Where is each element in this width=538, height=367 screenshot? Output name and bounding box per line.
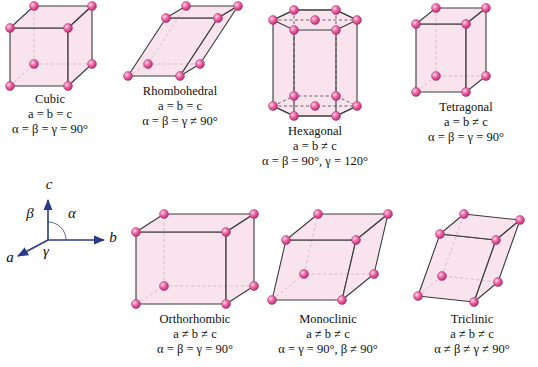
lattice-parameters: a = b = c <box>158 99 202 114</box>
angle-parameters: α = β = γ = 90° <box>428 130 504 145</box>
lattice-parameters: a = b ≠ c <box>444 115 488 130</box>
lattice-parameters: a ≠ b ≠ c <box>306 327 350 342</box>
system-name: Rhombohedral <box>143 84 217 99</box>
orthorhombic-cell <box>132 210 259 309</box>
axes <box>18 200 104 256</box>
hexagonal-cell <box>269 6 362 121</box>
lattice-parameters: a = b ≠ c <box>293 139 337 154</box>
axis-label: a <box>6 250 14 265</box>
tetragonal-cell <box>412 4 491 97</box>
angle-parameters: α = β = γ = 90° <box>12 122 88 137</box>
cubic-cell <box>6 2 97 91</box>
system-name: Triclinic <box>451 312 494 327</box>
triclinic-cell <box>414 210 525 307</box>
system-name: Tetragonal <box>439 100 492 115</box>
system-name: Hexagonal <box>288 124 342 139</box>
axis-label: c <box>46 177 53 192</box>
angle-parameters: α = β = 90°, γ = 120° <box>262 154 368 169</box>
angle-label: β <box>26 206 33 221</box>
lattice-parameters: a ≠ b ≠ c <box>173 327 217 342</box>
system-name: Orthorhombic <box>160 312 231 327</box>
angle-label: γ <box>43 244 49 259</box>
monoclinic-cell <box>268 210 393 305</box>
rhombohedral-cell <box>124 2 243 81</box>
system-name: Monoclinic <box>299 312 357 327</box>
lattice-parameters: a = b = c <box>28 107 72 122</box>
angle-parameters: α = γ = 90°, β ≠ 90° <box>278 342 377 357</box>
angle-label: α <box>68 206 76 221</box>
axis-label: b <box>109 230 117 245</box>
angle-parameters: α = β = γ ≠ 90° <box>142 114 218 129</box>
system-name: Cubic <box>35 92 65 107</box>
lattice-parameters: a ≠ b ≠ c <box>450 327 494 342</box>
angle-parameters: α = β = γ = 90° <box>157 342 233 357</box>
angle-parameters: α ≠ β ≠ γ ≠ 90° <box>434 342 509 357</box>
